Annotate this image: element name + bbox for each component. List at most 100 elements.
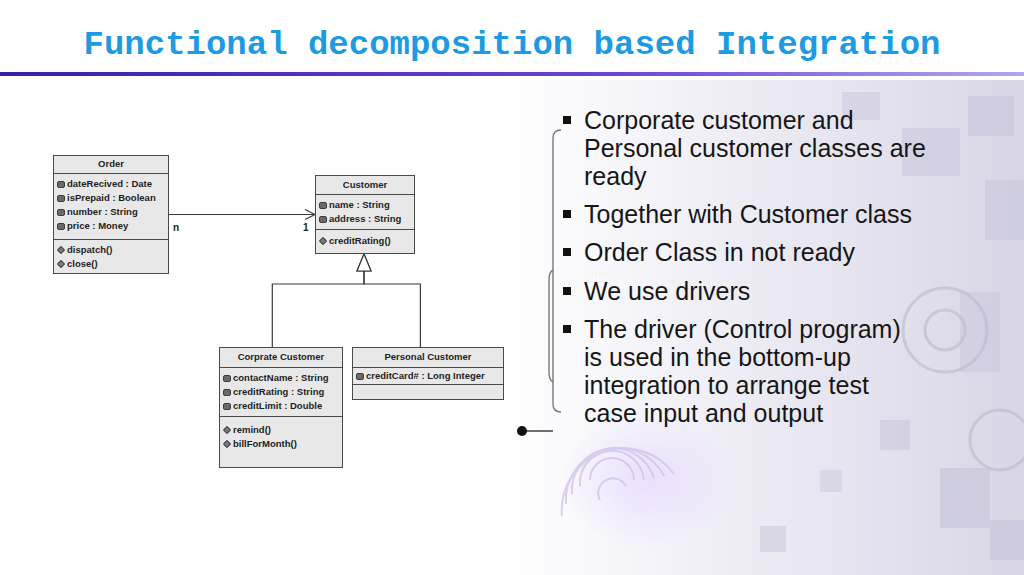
- member-icon: [57, 246, 65, 254]
- member-icon: [319, 216, 327, 223]
- attribute-row: price : Money: [57, 219, 165, 233]
- attribute-text: isPrepaid : Boolean: [67, 191, 156, 205]
- fingerprint-art: [562, 448, 674, 516]
- association-connector: [169, 210, 315, 220]
- class-name-compartment: Order: [54, 156, 168, 173]
- bracket-line: [549, 270, 553, 382]
- bullet-bracket: [526, 130, 561, 431]
- operation-compartment: remind()billForMonth(): [220, 416, 342, 467]
- member-icon: [223, 389, 231, 396]
- attribute-compartment: name : Stringaddress : String: [316, 194, 414, 229]
- member-icon: [223, 440, 231, 448]
- fingerprint-arc: [566, 448, 664, 504]
- attribute-row: creditLimit : Double: [223, 399, 339, 413]
- uml-class-box: Customername : Stringaddress : Stringcre…: [315, 175, 415, 254]
- bullet-item: Order Class in not ready: [584, 238, 984, 266]
- decor-square: [880, 420, 910, 450]
- attribute-row: number : String: [57, 205, 165, 219]
- fingerprint-arc: [598, 478, 626, 500]
- decor-square: [985, 180, 1024, 240]
- member-icon: [223, 403, 231, 410]
- decor-square: [968, 96, 1014, 136]
- attribute-text: creditLimit : Double: [233, 399, 322, 413]
- operation-row: billForMonth(): [223, 437, 339, 451]
- generalization-head: [357, 254, 371, 271]
- bullet-text: The driver (Control program) is used in …: [584, 315, 919, 427]
- generalization-connector: [357, 254, 420, 347]
- bullet-text: Order Class in not ready: [584, 238, 984, 266]
- bullet-item: Corporate customer and Personal customer…: [584, 106, 944, 190]
- bullet-square: [563, 325, 571, 333]
- attribute-text: contactName : String: [233, 371, 329, 385]
- member-icon: [57, 181, 65, 188]
- bracket-line: [553, 130, 561, 412]
- member-icon: [223, 426, 231, 434]
- operation-row: creditRating(): [319, 234, 411, 248]
- attribute-text: creditCard# : Long Integer: [366, 369, 485, 383]
- member-icon: [223, 375, 231, 382]
- fingerprint-arc: [590, 458, 634, 480]
- attribute-text: dateRecived : Date: [67, 177, 152, 191]
- member-icon: [356, 373, 364, 380]
- class-name: Customer: [319, 176, 411, 193]
- bullet-item: We use drivers: [584, 277, 984, 305]
- title-rule: [0, 72, 1024, 76]
- gear-ring: [970, 410, 1024, 470]
- bullet-item: Together with Customer class: [584, 200, 984, 228]
- class-name: Personal Customer: [356, 348, 500, 366]
- class-name: Corprate Customer: [223, 348, 339, 366]
- leader-line: [526, 430, 553, 431]
- attribute-text: number : String: [67, 205, 138, 219]
- decor-square: [940, 468, 990, 528]
- member-icon: [319, 237, 327, 245]
- attribute-row: address : String: [319, 212, 411, 226]
- decor-square: [990, 520, 1024, 560]
- member-icon: [57, 195, 65, 202]
- operation-compartment: [353, 384, 503, 399]
- gear-ring: [903, 288, 987, 372]
- glow-tile: [560, 410, 740, 550]
- attribute-row: contactName : String: [223, 371, 339, 385]
- slide-title: Functional decomposition based Integrati…: [0, 25, 1024, 65]
- uml-class-box: Order dateRecived : DateisPrepaid : Boole…: [53, 155, 169, 274]
- class-name-compartment: Personal Customer: [353, 348, 503, 367]
- generalization-connector: [272, 254, 371, 347]
- attribute-text: creditRating : String: [233, 385, 324, 399]
- operation-compartment: creditRating(): [316, 229, 414, 253]
- class-name: Order: [57, 156, 165, 172]
- multiplicity-label: n: [173, 222, 179, 233]
- fingerprint-arc: [562, 448, 674, 516]
- decor-square: [820, 470, 842, 492]
- leader-dot: [517, 426, 527, 436]
- bullet-text: Corporate customer and Personal customer…: [584, 106, 944, 190]
- multiplicity-label: 1: [303, 222, 309, 233]
- member-icon: [57, 209, 65, 216]
- decor-square: [760, 526, 786, 552]
- gear-ring: [925, 310, 965, 350]
- operation-text: dispatch(): [67, 243, 112, 257]
- operation-text: creditRating(): [329, 234, 391, 248]
- operation-text: billForMonth(): [233, 437, 297, 451]
- operation-row: close(): [57, 257, 165, 271]
- operation-row: remind(): [223, 423, 339, 437]
- operation-text: remind(): [233, 423, 271, 437]
- decor-gear: [903, 288, 1024, 470]
- attribute-text: name : String: [329, 198, 390, 212]
- bullet-item: The driver (Control program) is used in …: [584, 315, 919, 427]
- attribute-text: price : Money: [67, 219, 128, 233]
- attribute-row: creditCard# : Long Integer: [356, 369, 500, 383]
- member-icon: [319, 202, 327, 209]
- connector-line: [272, 271, 364, 347]
- fingerprint-arc: [572, 448, 654, 494]
- attribute-row: dateRecived : Date: [57, 177, 165, 191]
- bullet-text: We use drivers: [584, 277, 984, 305]
- bullet-text: Together with Customer class: [584, 200, 984, 228]
- background-panel: [500, 80, 1024, 575]
- operation-row: dispatch(): [57, 243, 165, 257]
- operation-text: close(): [67, 257, 98, 271]
- bullet-square: [563, 210, 571, 218]
- connector-line: [364, 271, 420, 347]
